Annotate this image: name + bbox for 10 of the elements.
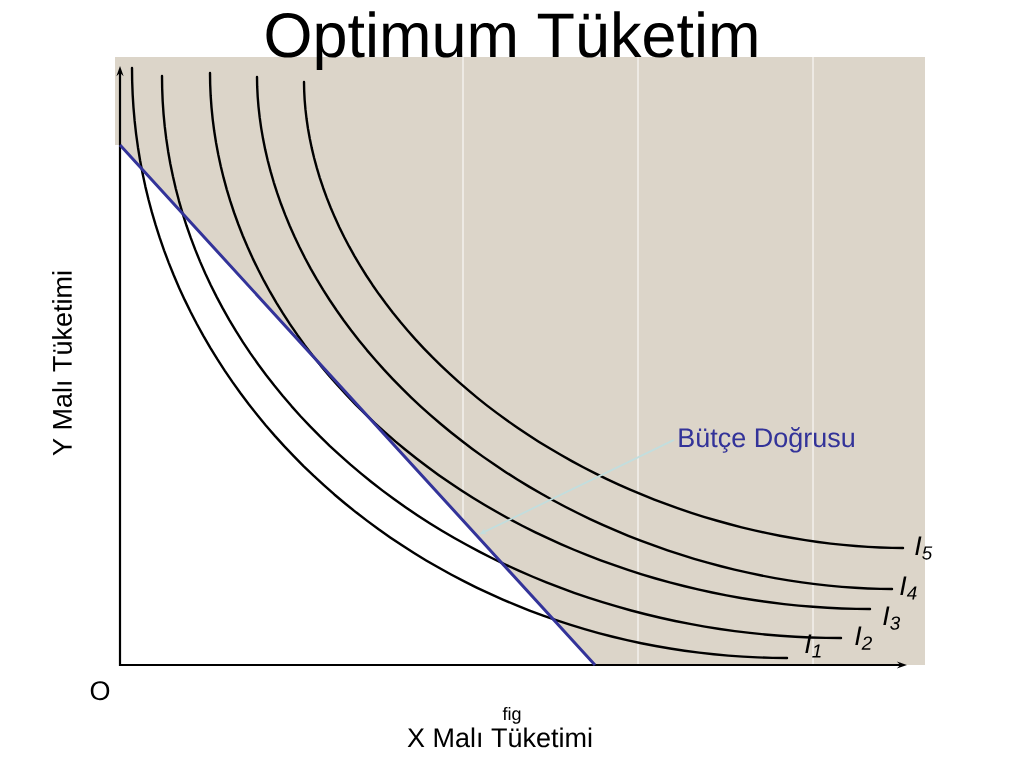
origin-label: O <box>90 681 110 701</box>
curve-label: I$_{3}$ <box>883 606 901 630</box>
line-label: Bütçe Doğrusu <box>679 427 854 453</box>
curve-label: I$_{2}$ <box>855 626 872 650</box>
curve-label: I$_{5}$ <box>915 536 933 560</box>
axis-label: Y Malı Tüketimi <box>52 271 72 456</box>
title: Optimum Tüketim <box>266 11 757 71</box>
axis-label: X Malı Tüketimi <box>407 727 592 748</box>
curve-label: I$_{4}$ <box>900 576 917 600</box>
small-text: fig <box>502 706 521 724</box>
